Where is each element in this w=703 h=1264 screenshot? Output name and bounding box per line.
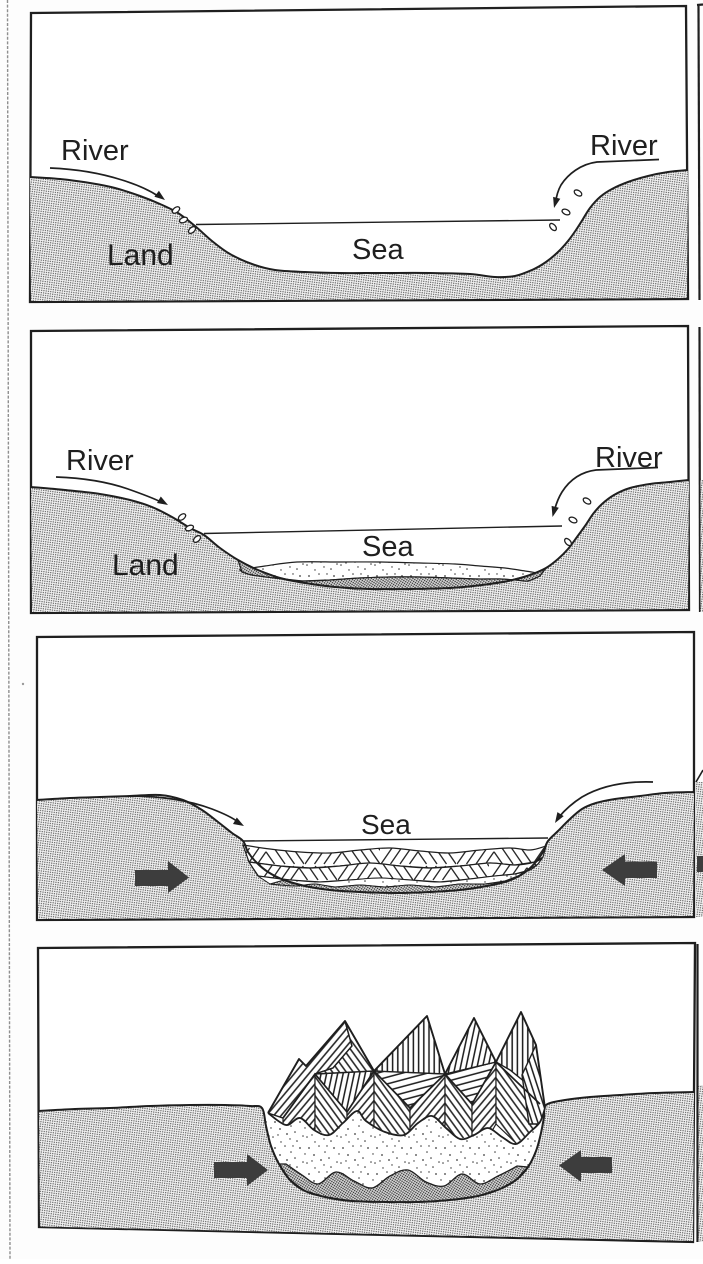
svg-text:Land: Land xyxy=(112,549,179,582)
svg-text:Sea: Sea xyxy=(352,234,404,266)
svg-text:Sea: Sea xyxy=(362,531,414,563)
svg-text:River: River xyxy=(61,135,129,167)
svg-text:River: River xyxy=(66,445,134,477)
svg-text:River: River xyxy=(590,130,658,162)
svg-text:Land: Land xyxy=(107,239,174,272)
svg-text:River: River xyxy=(595,442,663,474)
svg-text:Sea: Sea xyxy=(361,809,411,840)
